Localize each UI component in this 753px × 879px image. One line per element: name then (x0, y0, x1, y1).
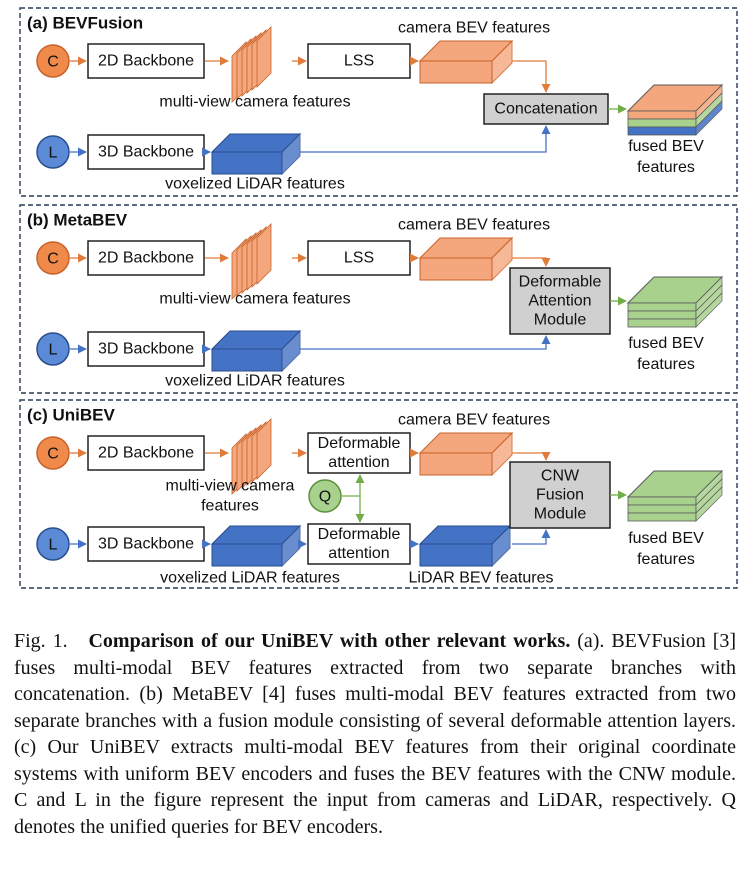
arrow-camera-bev-to-fusion (512, 451, 551, 461)
fusion-module-box-label-line-1: Deformable (519, 274, 602, 291)
fusion-module-box-label-line-1: Concatenation (494, 101, 597, 118)
lidar-backbone-box (87, 526, 205, 562)
arrow-lidar-bev-to-fusion (512, 529, 551, 545)
lidar-attention-box-label-line-1: Deformable (318, 526, 401, 543)
fused-bev-label-line-1: fused BEV (628, 530, 704, 547)
arrow-camera-bev-to-fusion (512, 60, 551, 93)
camera-backbone-box-label-line-1: 2D Backbone (98, 250, 194, 267)
caption-figure-number: Fig. 1. (14, 630, 68, 652)
lidar-features-label: voxelized LiDAR features (160, 570, 340, 587)
lidar-bev-block (418, 524, 512, 568)
fused-bev-label-line-2: features (637, 159, 695, 176)
fused-bev-label-line-1: fused BEV (628, 335, 704, 352)
fusion-module-box-label-line-1: CNW (541, 468, 580, 485)
camera-bev-label: camera BEV features (398, 20, 550, 37)
lidar-input-node (36, 527, 70, 561)
lidar-input-node-label: L (49, 145, 58, 162)
lidar-backbone-box-label-line-1: 3D Backbone (98, 536, 194, 553)
camera-backbone-box (87, 435, 205, 471)
lidar-attention-box-label-line-2: attention (328, 545, 389, 562)
caption-title: Comparison of our UniBEV with other rele… (88, 630, 571, 652)
fused-bev-label-line-2: features (637, 551, 695, 568)
lidar-backbone-box (87, 331, 205, 367)
lidar-voxel-block (210, 524, 302, 568)
query-node-label: Q (319, 489, 331, 506)
fusion-module-box (509, 461, 611, 529)
camera-bev-block (418, 236, 514, 282)
fusion-module-box (483, 93, 609, 125)
camera-transform-box-label-line-1: LSS (344, 250, 374, 267)
fusion-module-box-label-line-2: Attention (528, 293, 591, 310)
camera-bev-block (418, 39, 514, 85)
fused-bev-label-line-1: fused BEV (628, 138, 704, 155)
arrow-lidar-to-fusion (300, 335, 551, 350)
camera-bev-block (418, 431, 514, 477)
lidar-backbone-box-label-line-1: 3D Backbone (98, 144, 194, 161)
camera-input-node-label: C (47, 251, 59, 268)
camera-feature-stack (231, 418, 272, 495)
camera-features-label: multi-view camera features (159, 291, 350, 308)
fused-bev-stack (626, 276, 724, 328)
lidar-features-label: voxelized LiDAR features (165, 176, 345, 193)
camera-bev-label: camera BEV features (398, 217, 550, 234)
camera-backbone-box (87, 43, 205, 79)
camera-input-node-label: C (47, 446, 59, 463)
camera-input-node (36, 241, 70, 275)
camera-features-label-line-1: multi-view camera (166, 478, 295, 495)
lidar-voxel-block (210, 329, 302, 373)
camera-features-label-line-2: features (201, 498, 259, 515)
panel-border (19, 7, 738, 197)
camera-feature-stack (231, 223, 272, 300)
camera-input-node-label: C (47, 54, 59, 71)
camera-transform-box (307, 43, 411, 79)
camera-attention-box-label-line-1: Deformable (318, 435, 401, 452)
arrow-camera-bev-to-fusion (512, 257, 551, 267)
camera-input-node (36, 44, 70, 78)
camera-backbone-box-label-line-1: 2D Backbone (98, 445, 194, 462)
camera-transform-box-label-line-1: LSS (344, 53, 374, 70)
arrow-lidar-to-fusion (300, 125, 551, 153)
lidar-input-node (36, 135, 70, 169)
camera-features-label: multi-view camera features (159, 94, 350, 111)
fused-bev-stack (626, 84, 724, 136)
panel-border (19, 399, 738, 589)
fusion-module-box-label-line-3: Module (534, 506, 587, 523)
camera-attention-box (307, 432, 411, 474)
figure-caption: Fig. 1. Comparison of our UniBEV with ot… (14, 628, 736, 840)
panel-title: (b) MetaBEV (27, 211, 128, 230)
lidar-backbone-box-label-line-1: 3D Backbone (98, 341, 194, 358)
lidar-voxel-block (210, 132, 302, 176)
fused-bev-label-line-2: features (637, 356, 695, 373)
lidar-features-label: voxelized LiDAR features (165, 373, 345, 390)
caption-body: (a). BEVFusion [3] fuses multi-modal BEV… (14, 630, 737, 838)
camera-attention-box-label-line-2: attention (328, 454, 389, 471)
lidar-input-node-label: L (49, 342, 58, 359)
lidar-input-node (36, 332, 70, 366)
camera-input-node (36, 436, 70, 470)
query-node (308, 479, 342, 513)
fusion-module-box-label-line-3: Module (534, 312, 587, 329)
camera-bev-label: camera BEV features (398, 412, 550, 429)
fused-bev-stack (626, 470, 724, 522)
panel-border (19, 204, 738, 394)
camera-feature-stack (231, 26, 272, 103)
fusion-module-box-label-line-2: Fusion (536, 487, 584, 504)
panel-title: (c) UniBEV (27, 406, 116, 425)
panel-title: (a) BEVFusion (27, 14, 143, 33)
camera-backbone-box (87, 240, 205, 276)
camera-backbone-box-label-line-1: 2D Backbone (98, 53, 194, 70)
lidar-input-node-label: L (49, 537, 58, 554)
lidar-bev-label: LiDAR BEV features (409, 570, 554, 587)
